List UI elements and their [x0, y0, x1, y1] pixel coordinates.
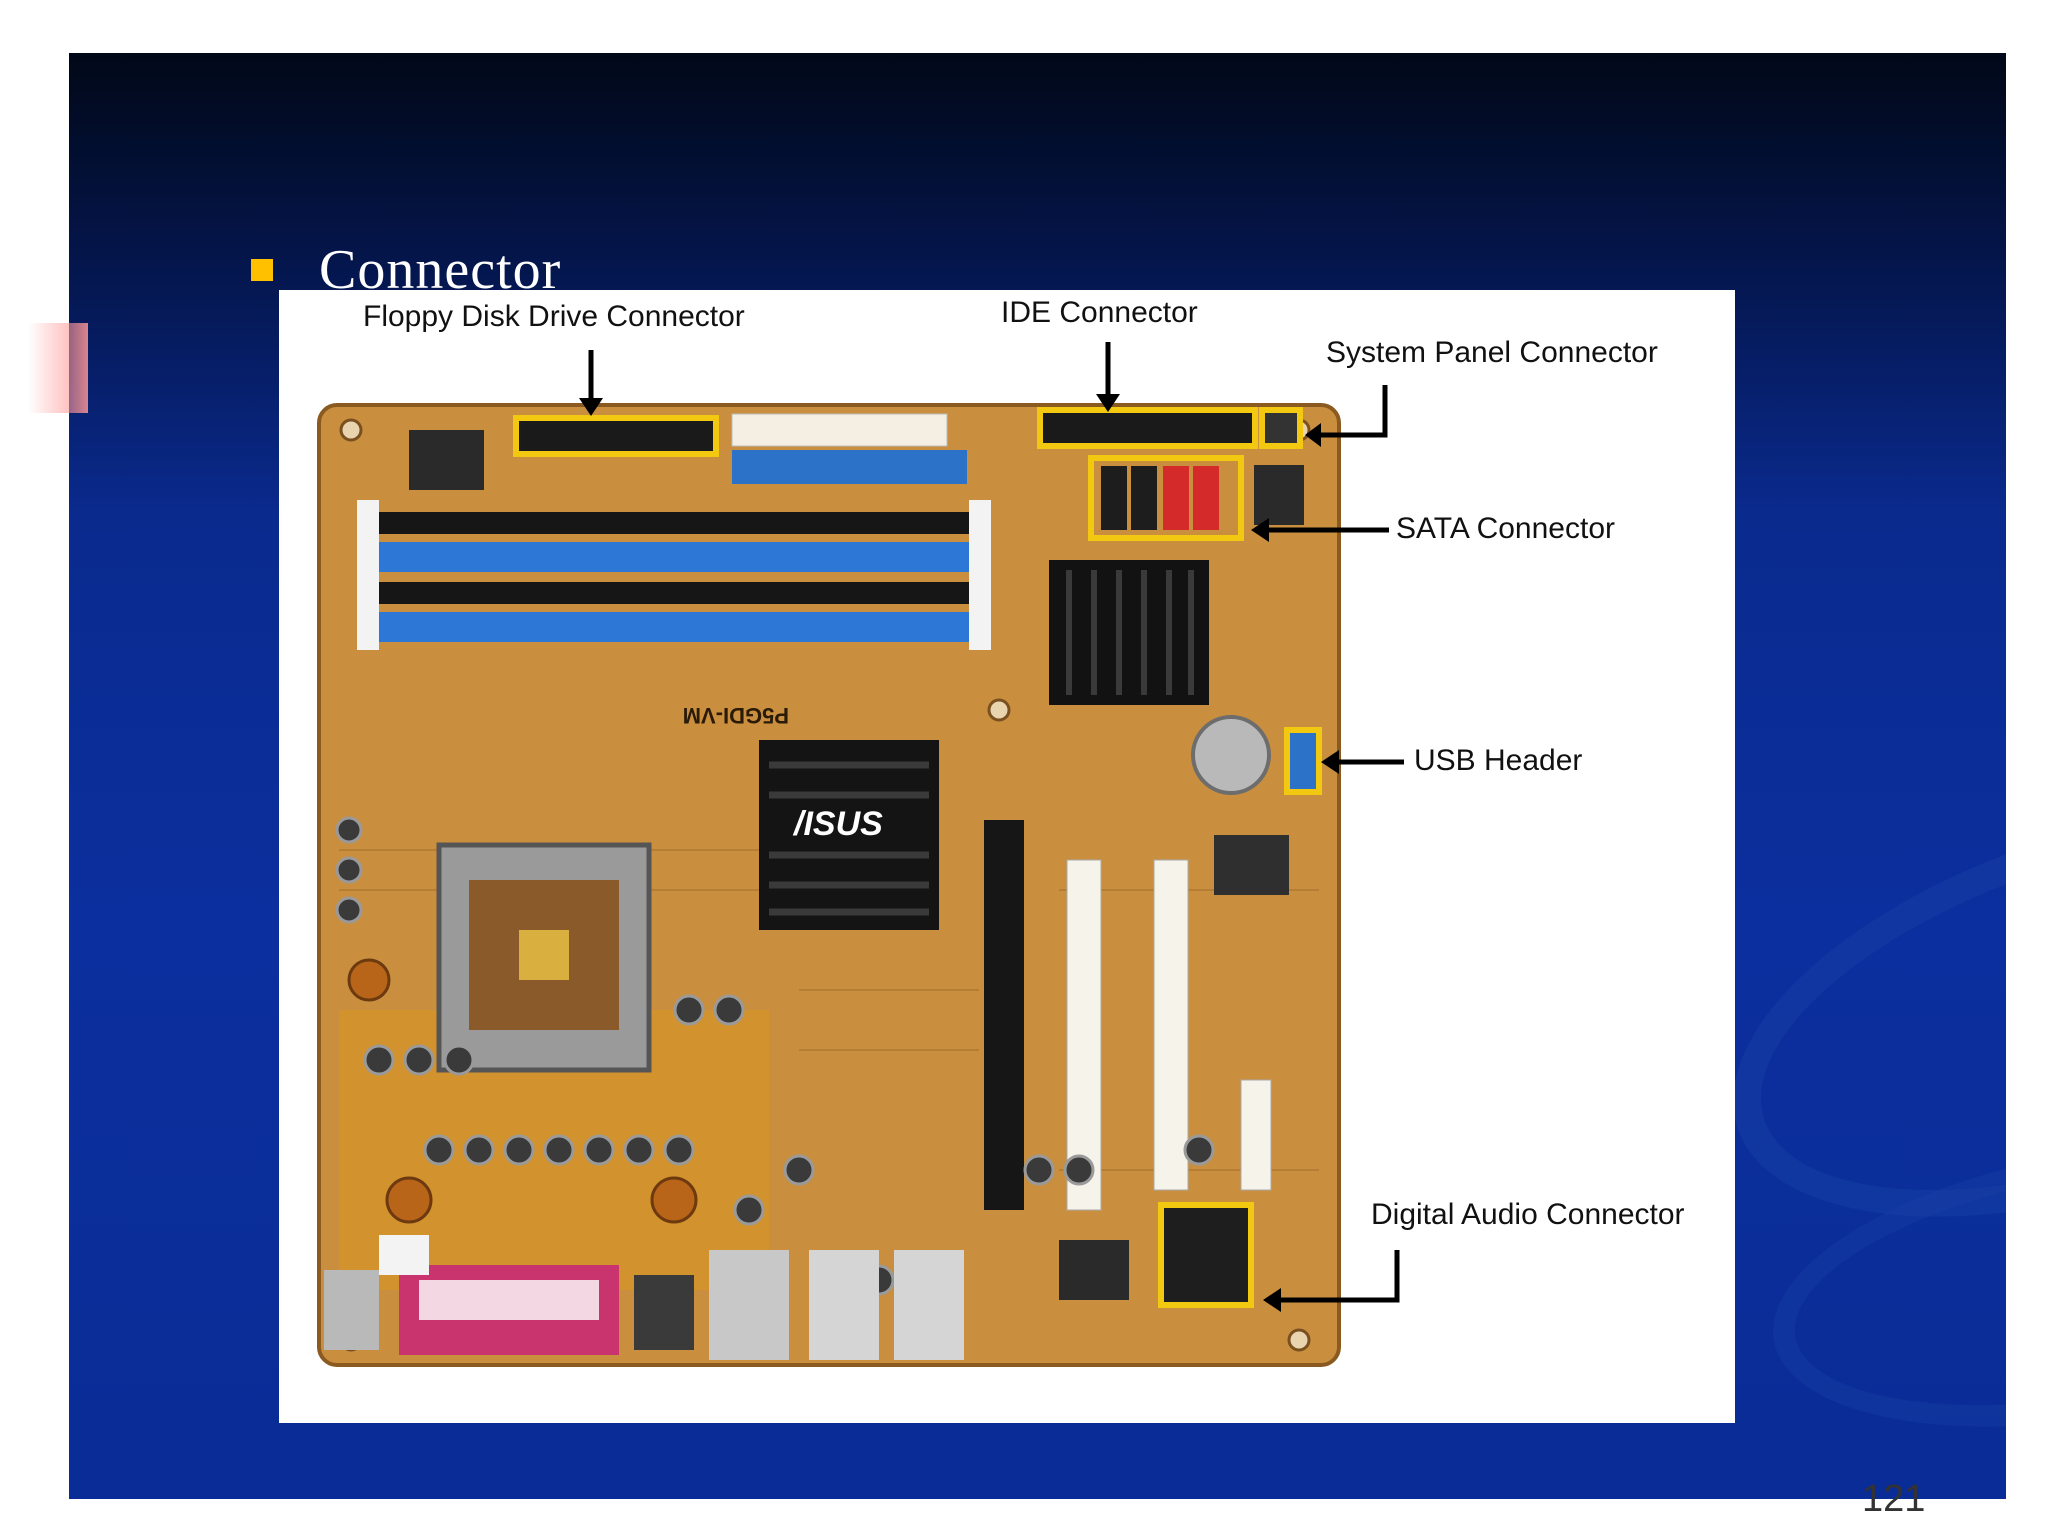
callout-system-panel: System Panel Connector [1326, 336, 1658, 369]
capacitors [335, 816, 1215, 1296]
callout-floppy: Floppy Disk Drive Connector [363, 300, 745, 333]
system-panel-connector [1259, 407, 1303, 449]
digital-audio-connector [1158, 1202, 1254, 1308]
pci-express-slot [984, 820, 1024, 1210]
audio-chip [1214, 835, 1289, 895]
ide-blue-slot [732, 450, 967, 484]
io-chip [409, 430, 484, 490]
pcb-traces [339, 849, 1319, 1171]
pci-slot [1153, 859, 1189, 1191]
sata-connector [1088, 455, 1244, 541]
memory-slots [357, 500, 991, 650]
pci-slot [1066, 859, 1102, 1211]
motherboard-figure: /ISUS P5GDI-VM [279, 290, 1735, 1423]
pci-slot [1240, 1079, 1272, 1191]
ide-connector [1037, 407, 1258, 449]
usb-header [1284, 727, 1322, 795]
motherboard-photo: /ISUS P5GDI-VM [317, 342, 1404, 1367]
southbridge-heatsink [1049, 560, 1209, 705]
callout-ide: IDE Connector [1001, 296, 1198, 329]
bullet-icon [251, 259, 273, 281]
board-silkscreen: P5GDI-VM [683, 703, 789, 728]
chip [1254, 465, 1304, 525]
heatsink-logo: /ISUS [792, 805, 883, 843]
callout-arrows [588, 342, 1404, 1303]
cpu-socket [436, 842, 652, 1073]
rear-io-ports [324, 1235, 964, 1360]
callout-arrowheads [579, 394, 1339, 1312]
chokes [347, 958, 698, 1224]
slide-number: 121 [1862, 1478, 1926, 1514]
callout-sata: SATA Connector [1396, 512, 1615, 545]
cmos-battery [1191, 715, 1271, 795]
chip [1059, 1240, 1129, 1300]
red-accent [28, 323, 88, 413]
ide-secondary-slot [731, 413, 948, 447]
floppy-connector [513, 415, 719, 457]
callout-usb: USB Header [1414, 744, 1583, 777]
northbridge-heatsink [759, 740, 939, 930]
callout-digital-audio: Digital Audio Connector [1371, 1198, 1685, 1231]
